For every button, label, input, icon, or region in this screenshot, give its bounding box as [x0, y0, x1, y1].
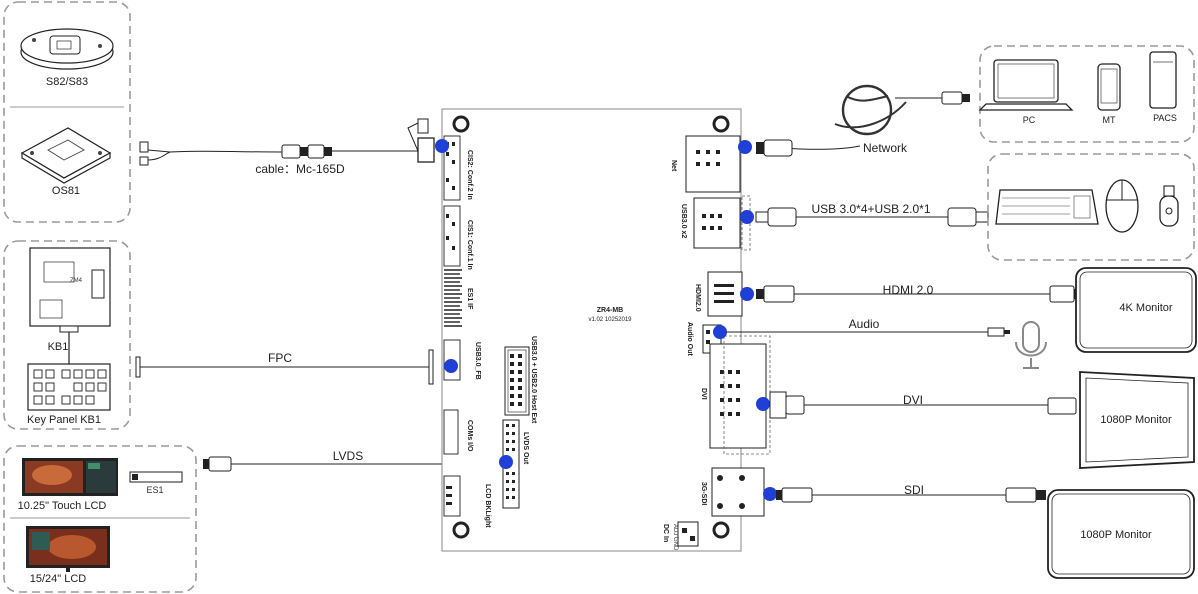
monitor-4k-label: 4K Monitor: [1119, 302, 1173, 314]
zm4-label: ZM4: [70, 278, 83, 284]
audio-cable: [726, 327, 1010, 337]
label-usb-x2: USB3.0 x2: [680, 204, 687, 238]
label-net: Net: [670, 160, 677, 172]
lcd-label: 15/24" LCD: [30, 573, 87, 585]
label-host-ext: USB3.0 + USB2.0 Host Ext: [530, 336, 537, 424]
monitor-dvi: [1079, 371, 1195, 469]
dvi-cable: [769, 391, 1077, 419]
label-lvds-out: LVDS Out: [522, 432, 529, 465]
pacs-label: PACS: [1153, 113, 1177, 123]
label-dvi: DVI: [700, 388, 707, 400]
dot-dvi: [756, 397, 770, 411]
dot-net: [738, 140, 752, 154]
label-cis2: CIS2: Conf.2 In: [466, 150, 473, 200]
label-sdi: 3G-SDI: [700, 482, 707, 505]
sdi-cable: [776, 487, 1046, 503]
mt-label: MT: [1103, 115, 1116, 125]
dot-lvds: [499, 455, 513, 469]
monitor-dvi-label: 1080P Monitor: [1100, 414, 1172, 426]
label-lcd-bklight: LCD BKLight: [484, 484, 491, 528]
dot-cis2: [435, 139, 449, 153]
host-group: [978, 45, 1195, 143]
monitor-sdi-label: 1080P Monitor: [1080, 529, 1152, 541]
sensor-cable: [139, 118, 435, 166]
network-label: Network: [863, 141, 908, 155]
kb1-label: KB1: [48, 341, 69, 353]
sensor-s82-label: S82/S83: [46, 76, 88, 88]
keypanel-label: Key Panel KB1: [27, 414, 101, 426]
sensor-os81-label: OS81: [52, 185, 80, 197]
label-dc-pins: ADJ GND: [672, 524, 678, 551]
label-com-io: COMs I/O: [466, 420, 473, 452]
label-usb-fb: USB3.0_FB: [474, 342, 481, 380]
es1-label: ES1: [146, 485, 163, 495]
label-cis1: CIS1: Conf.1 In: [466, 220, 473, 270]
monitor-4k: [1075, 267, 1197, 353]
pc-label: PC: [1023, 115, 1036, 125]
fpc-label: FPC: [268, 351, 292, 365]
board-version: v1.02 10252019: [588, 317, 632, 323]
usb-cable: [755, 207, 989, 227]
peripheral-group: [987, 153, 1195, 261]
sensor-group: S82/S83 OS81: [3, 1, 131, 223]
hdmi-label: HDMI 2.0: [883, 283, 934, 297]
audio-label: Audio: [849, 317, 880, 331]
sensor-os81-icon: [20, 127, 112, 184]
connection-points: [435, 139, 777, 501]
hdmi-cable: [756, 285, 1080, 303]
dot-hdmi: [740, 287, 754, 301]
keypanel-group: [3, 240, 131, 430]
dot-audio: [713, 325, 727, 339]
dot-usb-fb: [444, 359, 458, 373]
touch-lcd-label: 10.25" Touch LCD: [18, 500, 107, 512]
lcd-group: [3, 445, 197, 593]
label-dc-in: DC In: [662, 524, 669, 542]
main-board: [441, 108, 771, 552]
network-globe-icon: [834, 84, 907, 136]
dot-usb: [740, 210, 754, 224]
dot-sdi: [763, 487, 777, 501]
label-audio: Audio Out: [686, 322, 693, 356]
usb-label: USB 3.0*4+USB 2.0*1: [811, 202, 930, 216]
dvi-label: DVI: [903, 393, 923, 407]
label-es1if: ES1 IF: [466, 288, 473, 310]
sensor-s82-icon: [20, 28, 114, 70]
monitor-sdi: [1047, 489, 1195, 579]
fpc-cable: [135, 349, 434, 385]
microphone-icon: [1015, 321, 1047, 369]
board-name: ZR4-MB: [597, 307, 623, 314]
lvds-label: LVDS: [333, 449, 363, 463]
cable-label: cable：Mc-165D: [255, 162, 345, 176]
sdi-label: SDI: [904, 483, 924, 497]
label-hdmi: HDMI2.0: [694, 284, 701, 312]
